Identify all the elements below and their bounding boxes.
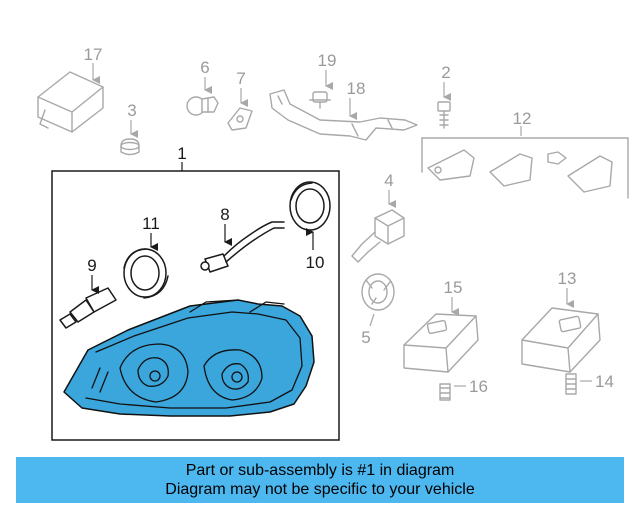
callout-16: 16: [469, 377, 488, 396]
callout-4: 4: [384, 171, 393, 190]
part-2-bolt: [437, 82, 451, 129]
callout-18: 18: [347, 79, 366, 98]
banner-line-2: Diagram may not be specific to your vehi…: [165, 481, 475, 498]
part-17-control-module: [37, 63, 104, 133]
callout-14: 14: [595, 372, 614, 391]
info-banner: Part or sub-assembly is #1 in diagram Di…: [16, 457, 624, 503]
assembly-frame: [51, 170, 340, 441]
callout-12: 12: [513, 109, 532, 128]
part-9-bulb: [59, 275, 117, 329]
part-4-bulb: [351, 190, 405, 263]
part-5-igniter: [361, 273, 395, 327]
callout-8: 8: [220, 205, 229, 224]
callout-11: 11: [142, 214, 160, 233]
callout-7: 7: [236, 69, 245, 88]
callout-3: 3: [127, 101, 136, 120]
callout-5: 5: [361, 328, 370, 347]
part-12-bracket-set: [421, 126, 629, 199]
part-14-screw: [565, 373, 592, 395]
part-8-socket-harness: [200, 221, 285, 273]
callout-17: 17: [84, 45, 103, 64]
part-15-ballast: [403, 297, 479, 373]
part-6-bulb: [186, 77, 219, 116]
callout-15: 15: [444, 278, 463, 297]
callout-19: 19: [318, 51, 337, 70]
part-13-ballast: [521, 288, 601, 373]
part-16-screw: [439, 383, 466, 401]
callout-2: 2: [441, 63, 450, 82]
part-7-bracket: [227, 88, 253, 131]
callout-1: 1: [177, 144, 186, 163]
part-19-screw: [309, 70, 333, 109]
part-3-cap: [120, 120, 140, 156]
callout-13: 13: [558, 269, 577, 288]
part-18-trim-bracket: [269, 89, 418, 141]
part-10-seal-ring: [289, 181, 331, 250]
banner-line-1: Part or sub-assembly is #1 in diagram: [185, 462, 455, 479]
part-11-cap-ring: [123, 233, 169, 299]
headlamp-assembly-highlighted: [63, 299, 315, 417]
callout-6: 6: [200, 58, 209, 77]
callout-9: 9: [87, 256, 96, 275]
callout-10: 10: [306, 253, 325, 272]
